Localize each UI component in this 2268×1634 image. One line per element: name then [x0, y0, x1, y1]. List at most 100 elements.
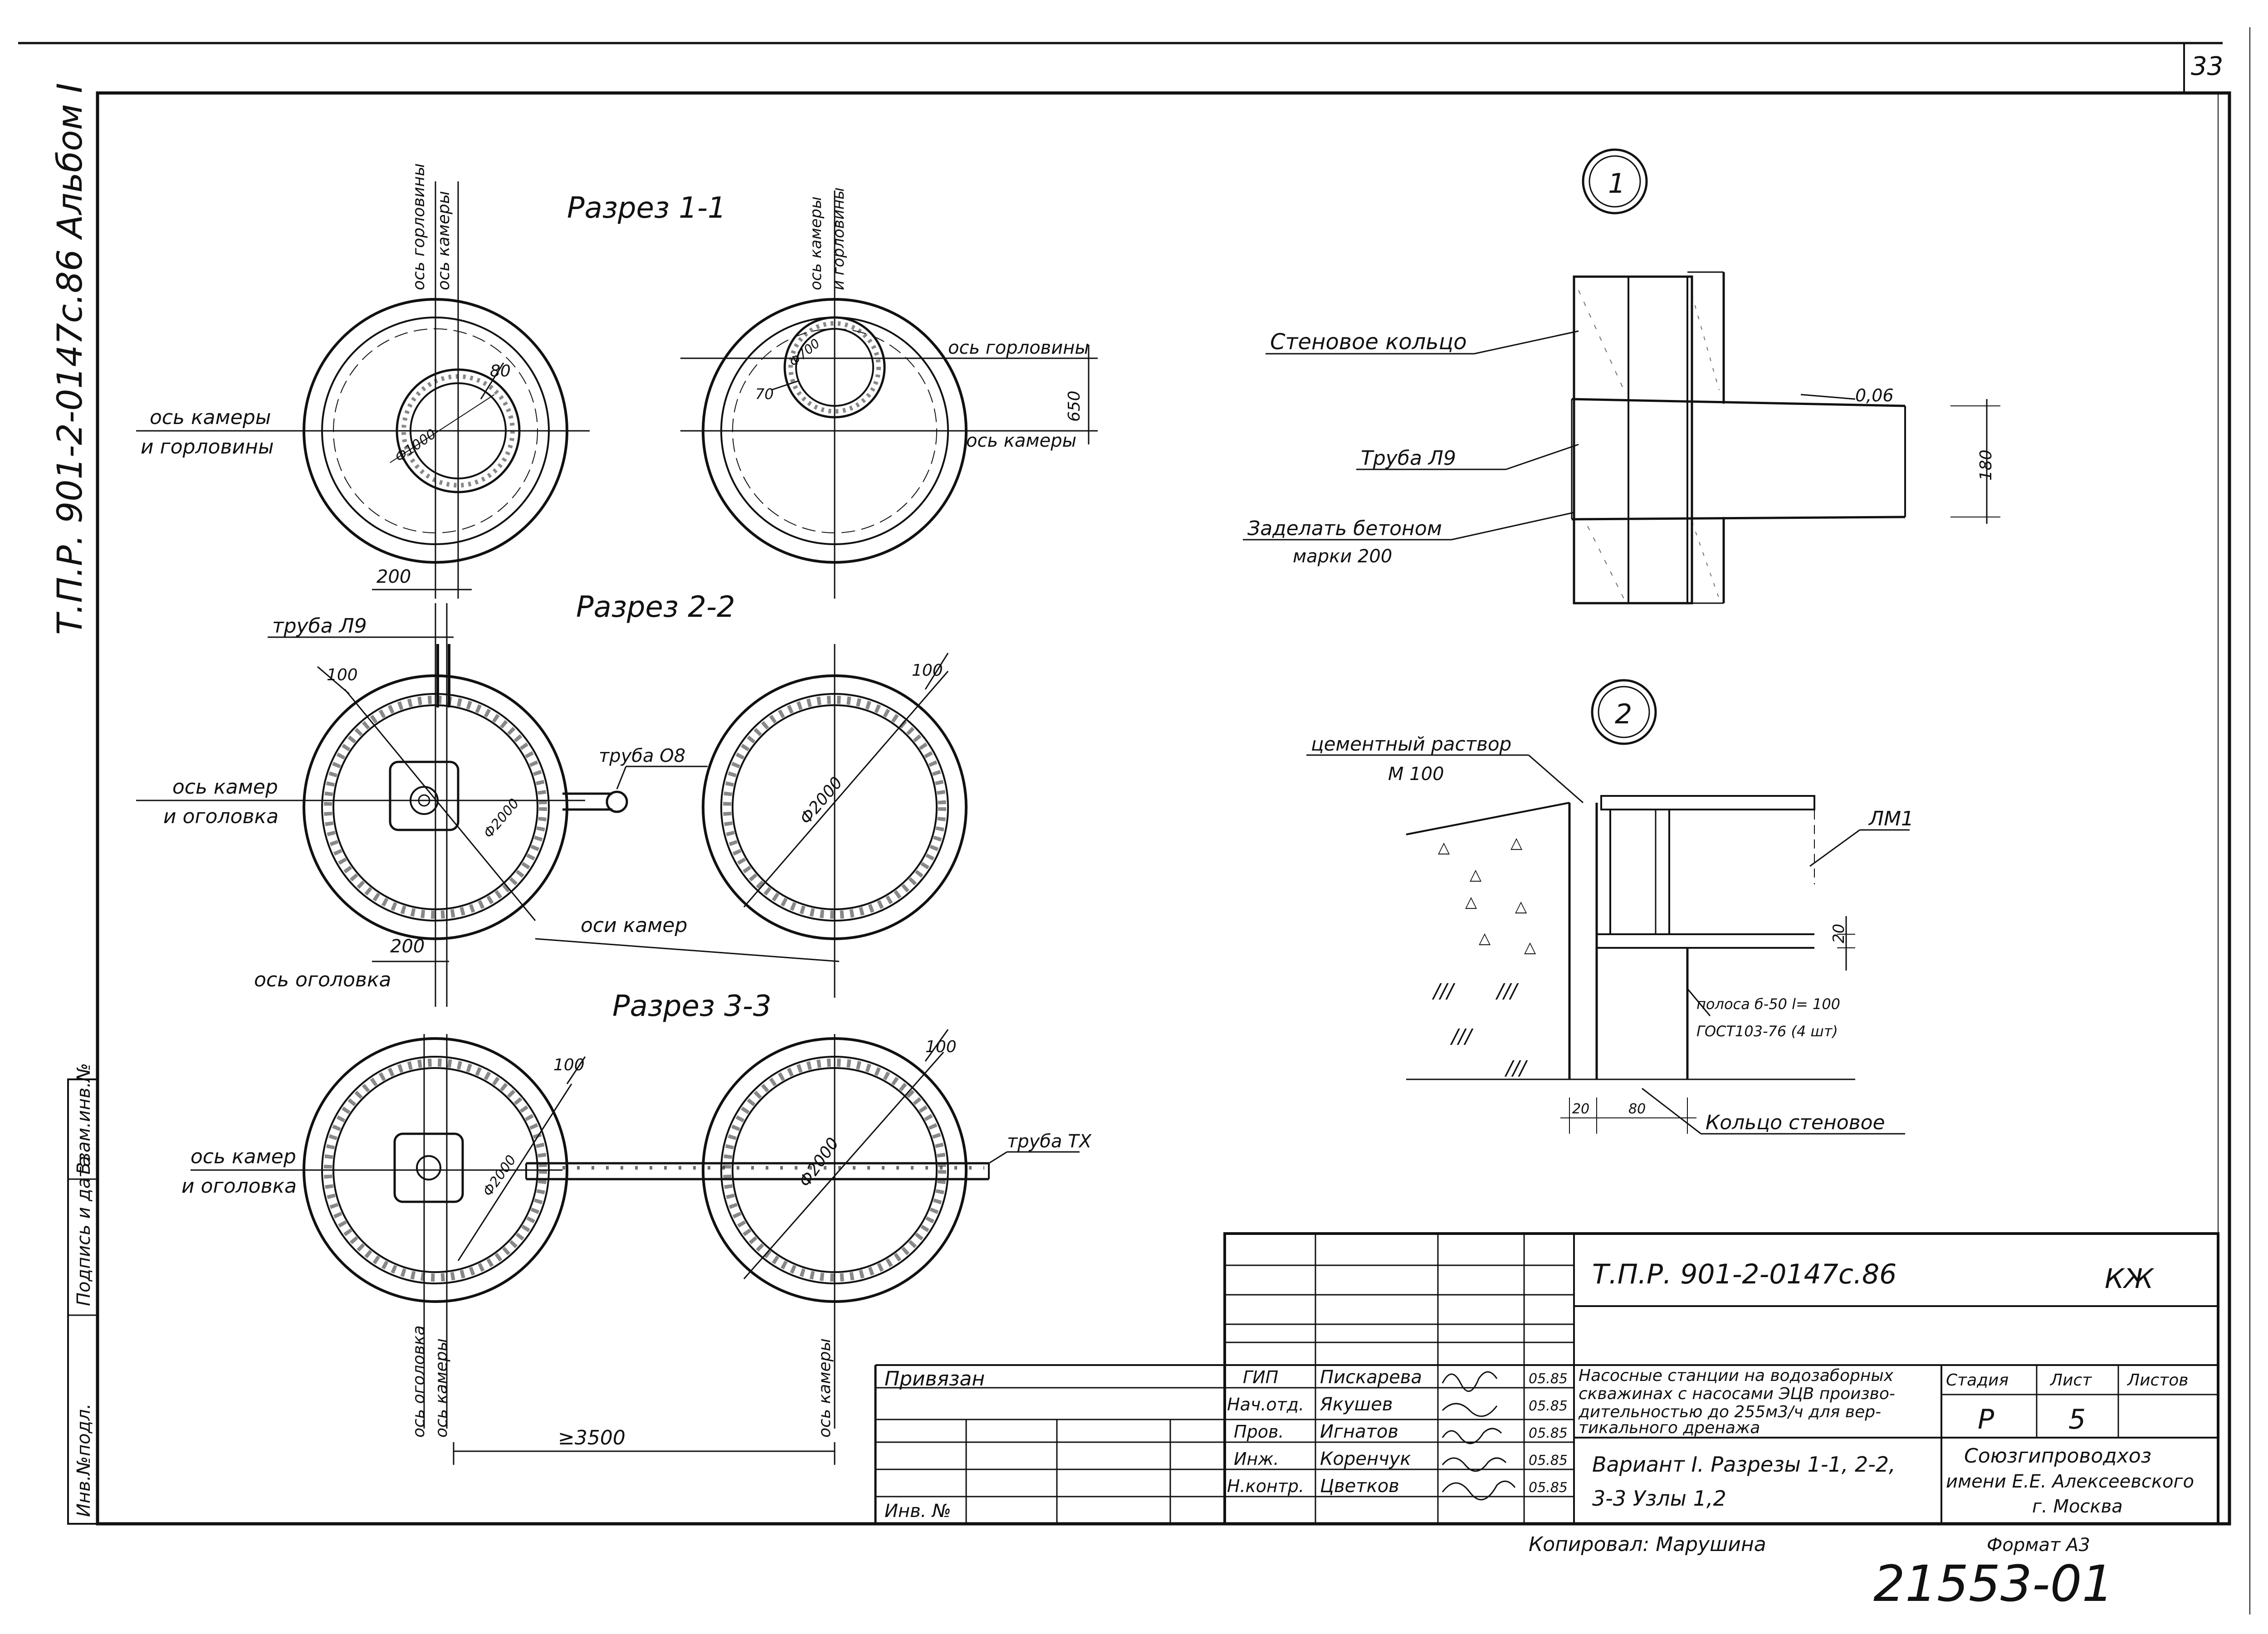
concrete-hatch: △ [1438, 839, 1450, 857]
date-2: 05.85 [1529, 1398, 1568, 1414]
node-2: △ △ △ △ △ △ △ /// /// /// /// [1306, 679, 1910, 1135]
dim-f2000a: Ф2000 [480, 795, 522, 841]
node-1-number: 1 [1608, 168, 1625, 200]
sheets-label: Листов [2126, 1371, 2188, 1390]
soil-hatch: /// [1495, 980, 1519, 1003]
name-1: Пискарева [1320, 1367, 1422, 1388]
node-2-ring: Кольцо стеновое [1706, 1111, 1885, 1134]
node-2-dim-20: 20 [1830, 924, 1848, 943]
org-2: имени Е.Е. Алексеевского [1946, 1471, 2194, 1492]
stage-label: Стадия [1946, 1371, 2009, 1390]
drawing-name-1: Вариант I. Разрезы 1-1, 2-2, [1592, 1452, 1896, 1477]
dim-650: 650 [1065, 390, 1084, 422]
title-text-2: скважинах с насосами ЭЦВ произво- [1579, 1385, 1895, 1403]
name-5: Цветков [1320, 1476, 1399, 1497]
label-axis-head: ось оголовка [254, 968, 391, 991]
soil-hatch: /// [1432, 980, 1456, 1003]
dim-80: 80 [490, 362, 511, 380]
node-2-strip-2: ГОСТ103-76 (4 шт) [1696, 1023, 1838, 1040]
section-2-2-left [136, 603, 840, 1007]
label-pipe-l9: труба Л9 [272, 615, 367, 638]
label-axis-neck-r: ось горловины [948, 337, 1089, 358]
concrete-hatch: △ [1470, 866, 1482, 884]
pipe-tx [525, 1151, 1080, 1180]
section-3-3-left [191, 1034, 586, 1429]
date-4: 05.85 [1529, 1453, 1568, 1468]
archive-number: 21553-01 [1873, 1555, 2114, 1613]
stage-value: Р [1978, 1404, 1994, 1435]
title-text-3: дительностью до 255м3/ч для вер- [1578, 1403, 1881, 1421]
section-2-2-right [702, 644, 968, 998]
label-axis-head-v: ось оголовка [410, 1326, 428, 1438]
page-number: 33 [2191, 52, 2223, 81]
date-5: 05.85 [1529, 1480, 1568, 1496]
label-axis-chambers-head-1: ось камер [172, 776, 278, 799]
node-2-number: 2 [1615, 698, 1632, 730]
label-axis-chambers-head-2: и оголовка [163, 805, 279, 828]
soil-hatch: /// [1450, 1025, 1474, 1048]
label-axis-chamber-r1: ось камеры [807, 196, 825, 290]
label-axis-chambers-head-3a: ось камер [191, 1145, 296, 1168]
name-4: Коренчук [1320, 1449, 1411, 1469]
signatures [1442, 1371, 1516, 1501]
sheet-label: Лист [2049, 1371, 2092, 1390]
dim-100a: 100 [327, 666, 358, 684]
node-1 [1243, 148, 2000, 605]
node-2-dim-b: 80 [1628, 1101, 1646, 1117]
album-stamp: Т.П.Р. 901-2-0147с.86 Альбом I [49, 83, 90, 635]
title-text-1: Насосные станции на водозаборных [1579, 1366, 1894, 1385]
label-axis-chamber-r2: и горловины [830, 187, 848, 290]
section-3-3-right [453, 1029, 968, 1465]
title-inv-no: Инв. № [885, 1501, 951, 1522]
title-bound: Привязан [885, 1367, 985, 1390]
label-pipe-o8: труба О8 [599, 746, 685, 766]
node-2-strip-1: полоса б-50 l= 100 [1696, 995, 1840, 1013]
label-axis-chamber-neck-1: ось камеры [150, 406, 271, 429]
section-2-2-title: Разрез 2-2 [576, 590, 735, 624]
name-2: Якушев [1320, 1394, 1393, 1415]
date-3: 05.85 [1529, 1425, 1568, 1441]
label-axis-chambers-v2: ось камеры [816, 1338, 834, 1438]
dim-f2000b: Ф2000 [796, 774, 846, 828]
node-1-fill-1: Заделать бетоном [1247, 517, 1442, 540]
title-text-4: тикального дренажа [1579, 1419, 1760, 1437]
concrete-hatch: △ [1524, 938, 1536, 956]
node-1-fill-2: марки 200 [1293, 546, 1392, 567]
label-axis-chamber-neck-2: и горловины [141, 435, 274, 458]
label-axes-chambers: оси камер [581, 914, 687, 937]
dim-200b: 200 [390, 936, 425, 957]
sheet-frame [18, 27, 2250, 1614]
dim-100d: 100 [925, 1038, 957, 1056]
side-stamp: Инв.№подл. Подпись и дата Взам.инв.№ [67, 1063, 98, 1525]
node-1-wall-ring: Стеновое кольцо [1270, 329, 1467, 355]
date-1: 05.85 [1529, 1371, 1568, 1387]
label-axis-chamber-r: ось камеры [966, 430, 1076, 451]
section-1-1-title: Разрез 1-1 [567, 191, 726, 225]
side-stamp-sign: Подпись и дата [73, 1156, 94, 1306]
label-pipe-tx: труба ТХ [1007, 1131, 1092, 1152]
node-1-slope: 0,06 [1855, 385, 1894, 405]
role-control: Н.контр. [1227, 1476, 1304, 1496]
title-block [874, 1232, 2219, 1525]
dim-200a: 200 [376, 566, 411, 587]
concrete-hatch: △ [1479, 929, 1491, 947]
role-eng: Инж. [1234, 1449, 1279, 1469]
role-gip: ГИП [1243, 1367, 1278, 1387]
node-2-dim-a: 20 [1572, 1101, 1589, 1117]
label-axis-chambers-head-3b: и оголовка [181, 1175, 297, 1198]
node-1-pipe: Труба Л9 [1361, 447, 1456, 470]
title-code: Т.П.Р. 901-2-0147с.86 [1592, 1258, 1897, 1290]
name-3: Игнатов [1320, 1421, 1398, 1442]
dim-70: 70 [755, 385, 774, 403]
format-label: Формат А3 [1987, 1535, 2090, 1556]
dim-100b: 100 [912, 661, 943, 680]
concrete-hatch: △ [1510, 834, 1523, 852]
drawing-name-2: 3-3 Узлы 1,2 [1592, 1486, 1726, 1511]
label-axis-chambers-v: ось камеры [432, 1338, 451, 1438]
org-3: г. Москва [2032, 1496, 2123, 1517]
dim-f2000c: Ф2000 [480, 1152, 519, 1200]
dim-3500: ≥3500 [558, 1426, 626, 1449]
concrete-hatch: △ [1465, 893, 1477, 911]
node-2-mortar-1: цементный раствор [1311, 733, 1511, 755]
